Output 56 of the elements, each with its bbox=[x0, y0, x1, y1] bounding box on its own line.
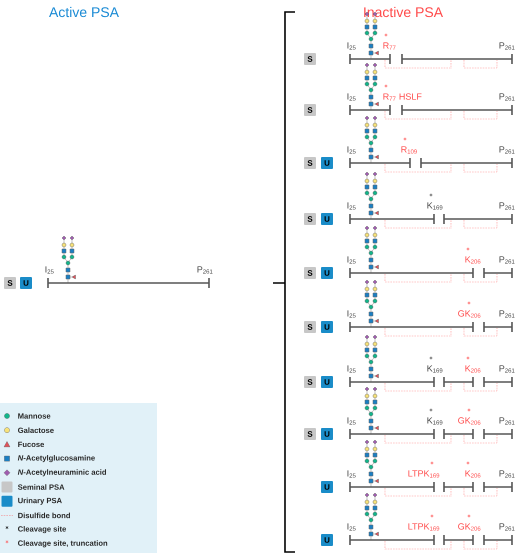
residue-label: I$_{25}$ bbox=[348, 42, 356, 50]
residue-label: P$_{261}$ bbox=[500, 202, 514, 210]
urinary-badge: U bbox=[321, 213, 333, 225]
residue-label: R$_{77}$ bbox=[383, 42, 396, 50]
residue-label: GK$_{206}$ bbox=[458, 310, 480, 318]
residue-label: K$_{169}$ bbox=[427, 417, 442, 425]
residue-label: P$_{261}$ bbox=[500, 42, 514, 50]
seminal-badge: S bbox=[304, 267, 316, 279]
seminal-badge: S bbox=[304, 157, 316, 169]
seminal-badge: S bbox=[304, 321, 316, 333]
residue-label: K$_{206}$ bbox=[465, 365, 480, 373]
seminal-badge: S bbox=[4, 277, 16, 289]
residue-label: I$_{25}$ bbox=[348, 256, 356, 264]
seminal-badge: S bbox=[304, 376, 316, 388]
residue-label: I$_{25}$ bbox=[348, 202, 356, 210]
residue-label: I$_{25}$ bbox=[348, 417, 356, 425]
urinary-badge: U bbox=[321, 157, 333, 169]
residue-label: P$_{261}$ bbox=[500, 146, 514, 154]
residue-label: R$_{77}$ HSLF bbox=[383, 93, 422, 101]
residue-label: P$_{261}$ bbox=[198, 266, 212, 274]
residue-label: K$_{169}$ bbox=[427, 365, 442, 373]
residue-label: LTPK$_{169}$ bbox=[408, 470, 440, 478]
residue-label: K$_{169}$ bbox=[427, 202, 442, 210]
urinary-badge: U bbox=[321, 376, 333, 388]
residue-label: LTPK$_{169}$ bbox=[408, 523, 440, 531]
residue-label: P$_{261}$ bbox=[500, 256, 514, 264]
seminal-badge: S bbox=[304, 213, 316, 225]
panel-title: Active PSA bbox=[49, 6, 119, 18]
residue-label: K$_{206}$ bbox=[465, 470, 480, 478]
urinary-badge: U bbox=[321, 321, 333, 333]
residue-label: I$_{25}$ bbox=[348, 470, 356, 478]
residue-label: P$_{261}$ bbox=[500, 93, 514, 101]
residue-label: P$_{261}$ bbox=[500, 365, 514, 373]
residue-label: I$_{25}$ bbox=[348, 93, 356, 101]
urinary-badge: U bbox=[321, 481, 333, 493]
seminal-badge: S bbox=[304, 428, 316, 440]
urinary-badge: U bbox=[20, 277, 32, 289]
residue-label: I$_{25}$ bbox=[348, 310, 356, 318]
residue-label: I$_{25}$ bbox=[348, 146, 356, 154]
urinary-badge: U bbox=[321, 267, 333, 279]
residue-label: P$_{261}$ bbox=[500, 523, 514, 531]
residue-label: P$_{261}$ bbox=[500, 310, 514, 318]
residue-label: I$_{25}$ bbox=[348, 523, 356, 531]
seminal-badge: S bbox=[304, 53, 316, 65]
residue-label: P$_{261}$ bbox=[500, 470, 514, 478]
residue-label: I$_{25}$ bbox=[46, 266, 54, 274]
urinary-badge: U bbox=[321, 428, 333, 440]
residue-label: GK$_{206}$ bbox=[458, 523, 480, 531]
residue-label: K$_{206}$ bbox=[465, 256, 480, 264]
residue-label: P$_{261}$ bbox=[500, 417, 514, 425]
residue-label: I$_{25}$ bbox=[348, 365, 356, 373]
residue-label: R$_{109}$ bbox=[401, 146, 417, 154]
panel-title: Inactive PSA bbox=[364, 6, 444, 18]
seminal-badge: S bbox=[304, 104, 316, 116]
urinary-badge: U bbox=[321, 534, 333, 546]
residue-label: GK$_{206}$ bbox=[458, 417, 480, 425]
